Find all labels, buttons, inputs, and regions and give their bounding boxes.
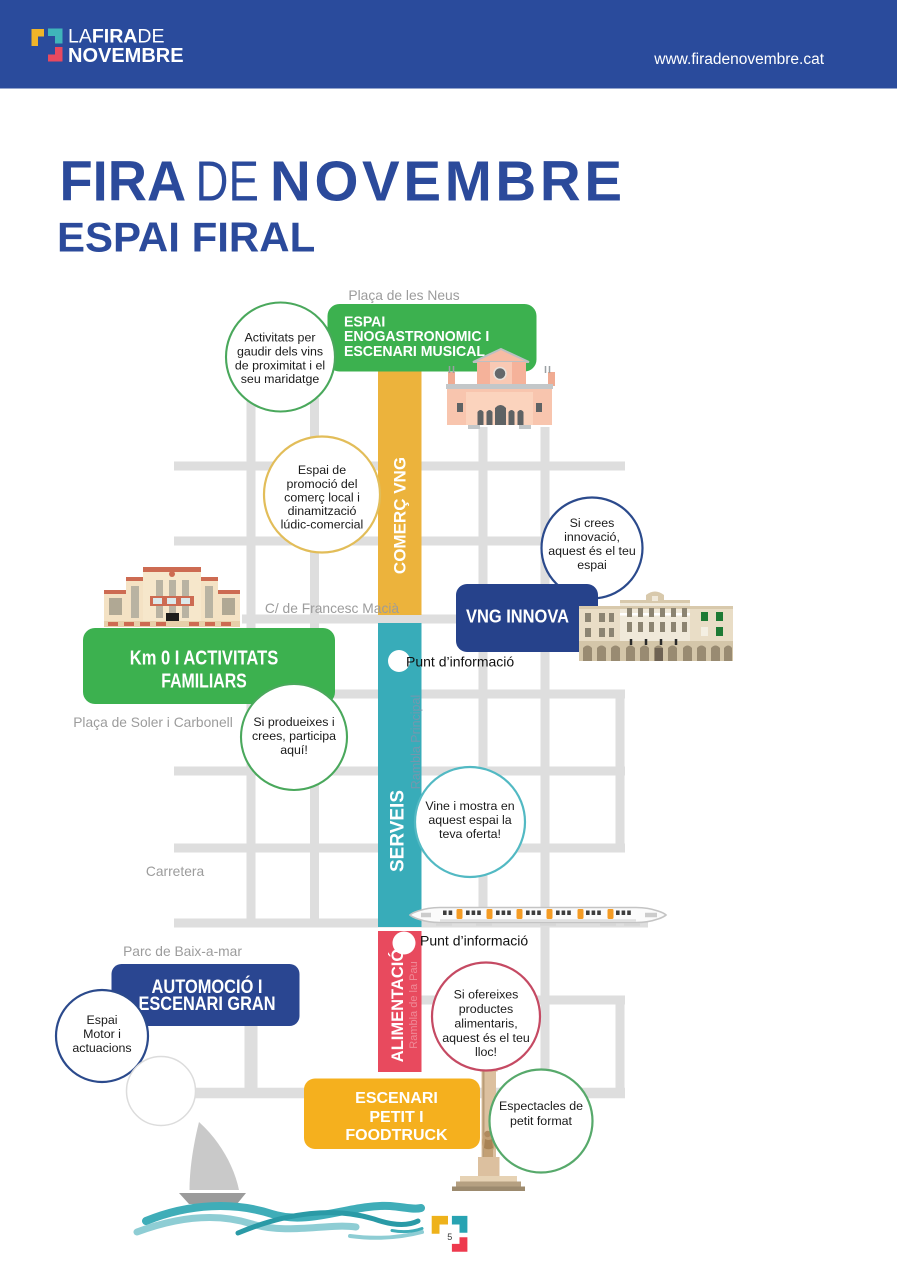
svg-text:petit format: petit format bbox=[510, 1114, 573, 1128]
svg-text:Parc de Baix-a-mar: Parc de Baix-a-mar bbox=[123, 944, 242, 959]
svg-text:ESCENARI: ESCENARI bbox=[355, 1090, 438, 1107]
svg-text:teva oferta!: teva oferta! bbox=[439, 827, 501, 841]
svg-text:DE: DE bbox=[196, 149, 259, 212]
svg-text:LAFIRADE: LAFIRADE bbox=[68, 26, 164, 48]
svg-text:gaudir dels vins: gaudir dels vins bbox=[237, 345, 323, 359]
svg-text:ESCENARI GRAN: ESCENARI GRAN bbox=[139, 994, 276, 1015]
svg-text:crees, participa: crees, participa bbox=[252, 729, 336, 743]
svg-text:Vine i mostra en: Vine i mostra en bbox=[425, 799, 514, 813]
svg-text:COMERÇ VNG: COMERÇ VNG bbox=[391, 457, 410, 574]
svg-text:AUTOMOCIÓ I: AUTOMOCIÓ I bbox=[152, 976, 263, 998]
svg-text:5: 5 bbox=[447, 1232, 452, 1242]
svg-text:aquest és el teu: aquest és el teu bbox=[442, 1031, 530, 1045]
svg-text:FAMILIARS: FAMILIARS bbox=[161, 671, 247, 693]
svg-text:aquest espai la: aquest espai la bbox=[428, 813, 511, 827]
svg-text:www.firadenovembre.cat: www.firadenovembre.cat bbox=[653, 51, 824, 68]
svg-text:ALIMENTACIÓ: ALIMENTACIÓ bbox=[388, 949, 407, 1063]
svg-text:NOVEMBRE: NOVEMBRE bbox=[270, 149, 622, 212]
svg-text:espai: espai bbox=[577, 558, 607, 572]
svg-text:ESPAI: ESPAI bbox=[344, 315, 385, 331]
svg-text:productes: productes bbox=[459, 1002, 513, 1016]
svg-text:actuacions: actuacions bbox=[72, 1041, 131, 1055]
svg-text:Plaça de les Neus: Plaça de les Neus bbox=[348, 288, 459, 303]
svg-text:Rambla de la Pau: Rambla de la Pau bbox=[408, 961, 420, 1048]
svg-text:Activitats per: Activitats per bbox=[245, 331, 316, 345]
svg-text:seu maridatge: seu maridatge bbox=[241, 372, 320, 386]
svg-text:promoció del: promoció del bbox=[287, 477, 358, 491]
svg-text:C/ de Francesc Macià: C/ de Francesc Macià bbox=[265, 601, 400, 616]
svg-text:ESCENARI MUSICAL: ESCENARI MUSICAL bbox=[344, 344, 485, 360]
svg-text:Carretera: Carretera bbox=[146, 864, 205, 879]
svg-text:FIRA: FIRA bbox=[60, 149, 187, 212]
svg-text:ENOGASTRONOMIC I: ENOGASTRONOMIC I bbox=[344, 329, 489, 345]
svg-text:Motor i: Motor i bbox=[83, 1027, 121, 1041]
svg-text:comerç local i: comerç local i bbox=[284, 491, 360, 505]
svg-text:VNG INNOVA: VNG INNOVA bbox=[466, 606, 569, 627]
svg-text:Rambla Principal: Rambla Principal bbox=[409, 695, 423, 789]
svg-text:lloc!: lloc! bbox=[475, 1045, 497, 1059]
svg-text:dinamització: dinamització bbox=[288, 504, 357, 518]
svg-text:FOODTRUCK: FOODTRUCK bbox=[345, 1127, 448, 1144]
svg-text:aquest és el teu: aquest és el teu bbox=[548, 544, 636, 558]
svg-text:Punt d’informació: Punt d’informació bbox=[406, 654, 514, 670]
svg-text:Espai: Espai bbox=[87, 1013, 118, 1027]
svg-text:lúdic-comercial: lúdic-comercial bbox=[281, 518, 364, 532]
svg-text:Espai de: Espai de bbox=[298, 463, 346, 477]
svg-text:aquí!: aquí! bbox=[280, 743, 308, 757]
svg-text:Si produeixes i: Si produeixes i bbox=[253, 715, 334, 729]
svg-text:Si ofereixes: Si ofereixes bbox=[454, 988, 519, 1002]
svg-text:Espectacles de: Espectacles de bbox=[499, 1099, 583, 1113]
svg-text:Punt d’informació: Punt d’informació bbox=[420, 933, 528, 949]
svg-text:Km 0 I ACTIVITATS: Km 0 I ACTIVITATS bbox=[130, 648, 279, 670]
svg-text:Plaça de Soler i Carbonell: Plaça de Soler i Carbonell bbox=[73, 715, 233, 730]
svg-text:Si crees: Si crees bbox=[570, 516, 615, 530]
svg-text:alimentaris,: alimentaris, bbox=[454, 1017, 517, 1031]
svg-text:PETIT I: PETIT I bbox=[369, 1109, 423, 1126]
svg-text:SERVEIS: SERVEIS bbox=[388, 790, 409, 872]
svg-text:ESPAI FIRAL: ESPAI FIRAL bbox=[57, 214, 315, 261]
svg-text:innovació,: innovació, bbox=[564, 530, 620, 544]
svg-text:de proximitat i el: de proximitat i el bbox=[235, 359, 325, 373]
svg-text:NOVEMBRE: NOVEMBRE bbox=[68, 45, 184, 67]
